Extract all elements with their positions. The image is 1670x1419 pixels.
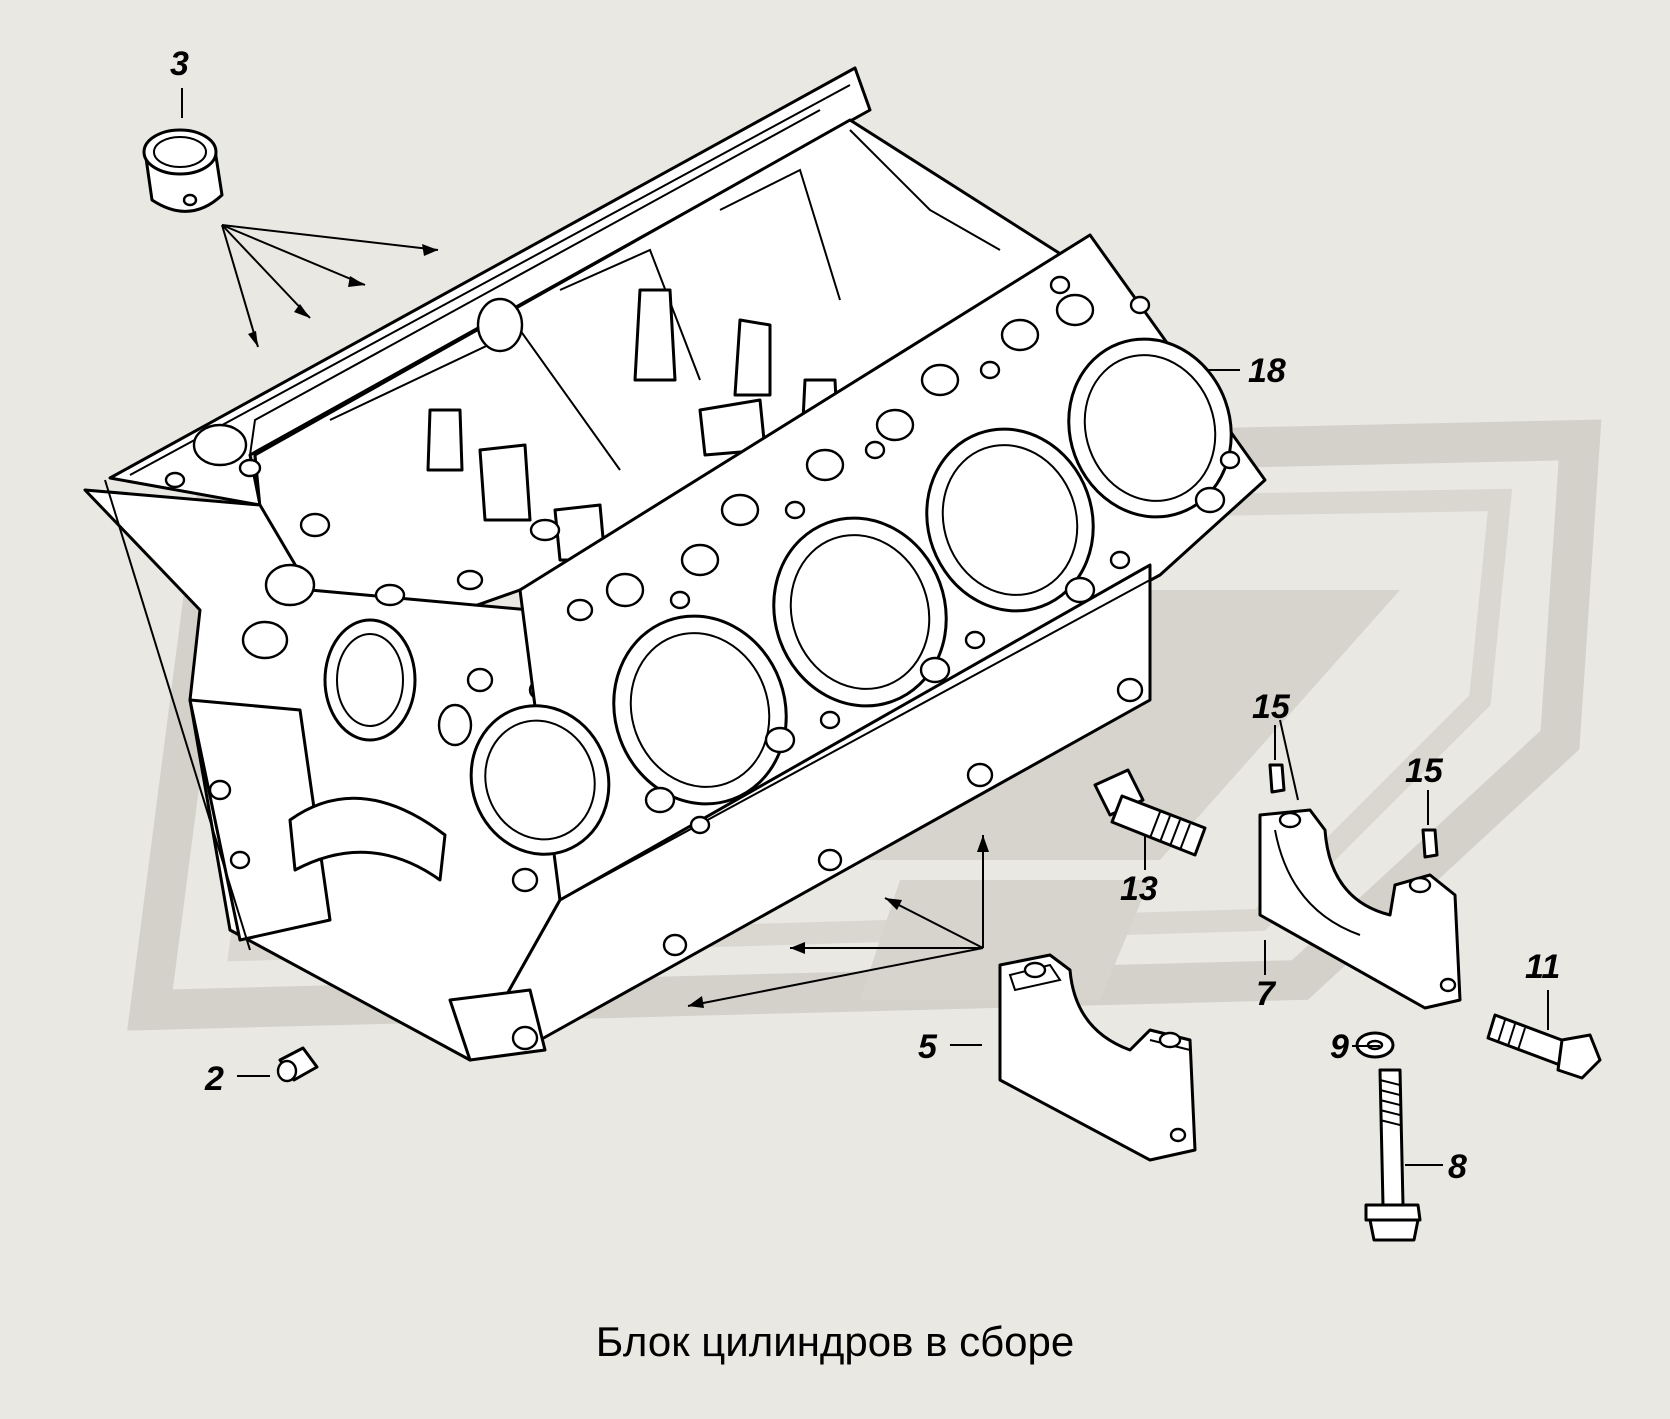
- deck-holes: [566, 275, 1241, 835]
- part-5-main-bearing-cap: [998, 953, 1197, 1162]
- cylinder-block: [83, 66, 1267, 1062]
- part-15-dowel-sleeves: [1268, 763, 1439, 859]
- cylinder-bores: [469, 337, 1233, 856]
- part-5-pointer-arrows: [687, 835, 989, 1008]
- part-11-bolt: [1486, 1013, 1602, 1080]
- callout-11: 11: [1525, 948, 1560, 986]
- part-7-main-bearing-cap: [1258, 808, 1462, 1010]
- part-3-pointer-arrows: [221, 224, 439, 348]
- part-8-stud-bolt: [1364, 1068, 1422, 1242]
- callout-labels: 3 18 15 15 13 7 11 9 8 5 2: [170, 45, 1560, 1186]
- valley-studs: [426, 288, 840, 562]
- callout-3: 3: [170, 45, 189, 83]
- callout-8: 8: [1448, 1148, 1467, 1186]
- callout-5: 5: [918, 1028, 938, 1066]
- callout-13: 13: [1120, 870, 1158, 908]
- part-2-dowel-pin: [276, 1046, 319, 1083]
- callout-leaders: [181, 88, 1549, 1166]
- callout-2: 2: [204, 1060, 224, 1098]
- callout-15-right: 15: [1405, 752, 1444, 790]
- diagram-caption: Блок цилиндров в сборе: [595, 1318, 1075, 1365]
- callout-7: 7: [1256, 975, 1277, 1013]
- callout-15-left: 15: [1252, 688, 1291, 726]
- part-3-bushing: [142, 128, 224, 213]
- callout-9: 9: [1330, 1028, 1349, 1066]
- callout-18: 18: [1248, 352, 1286, 390]
- part-13-bolt: [1093, 768, 1207, 857]
